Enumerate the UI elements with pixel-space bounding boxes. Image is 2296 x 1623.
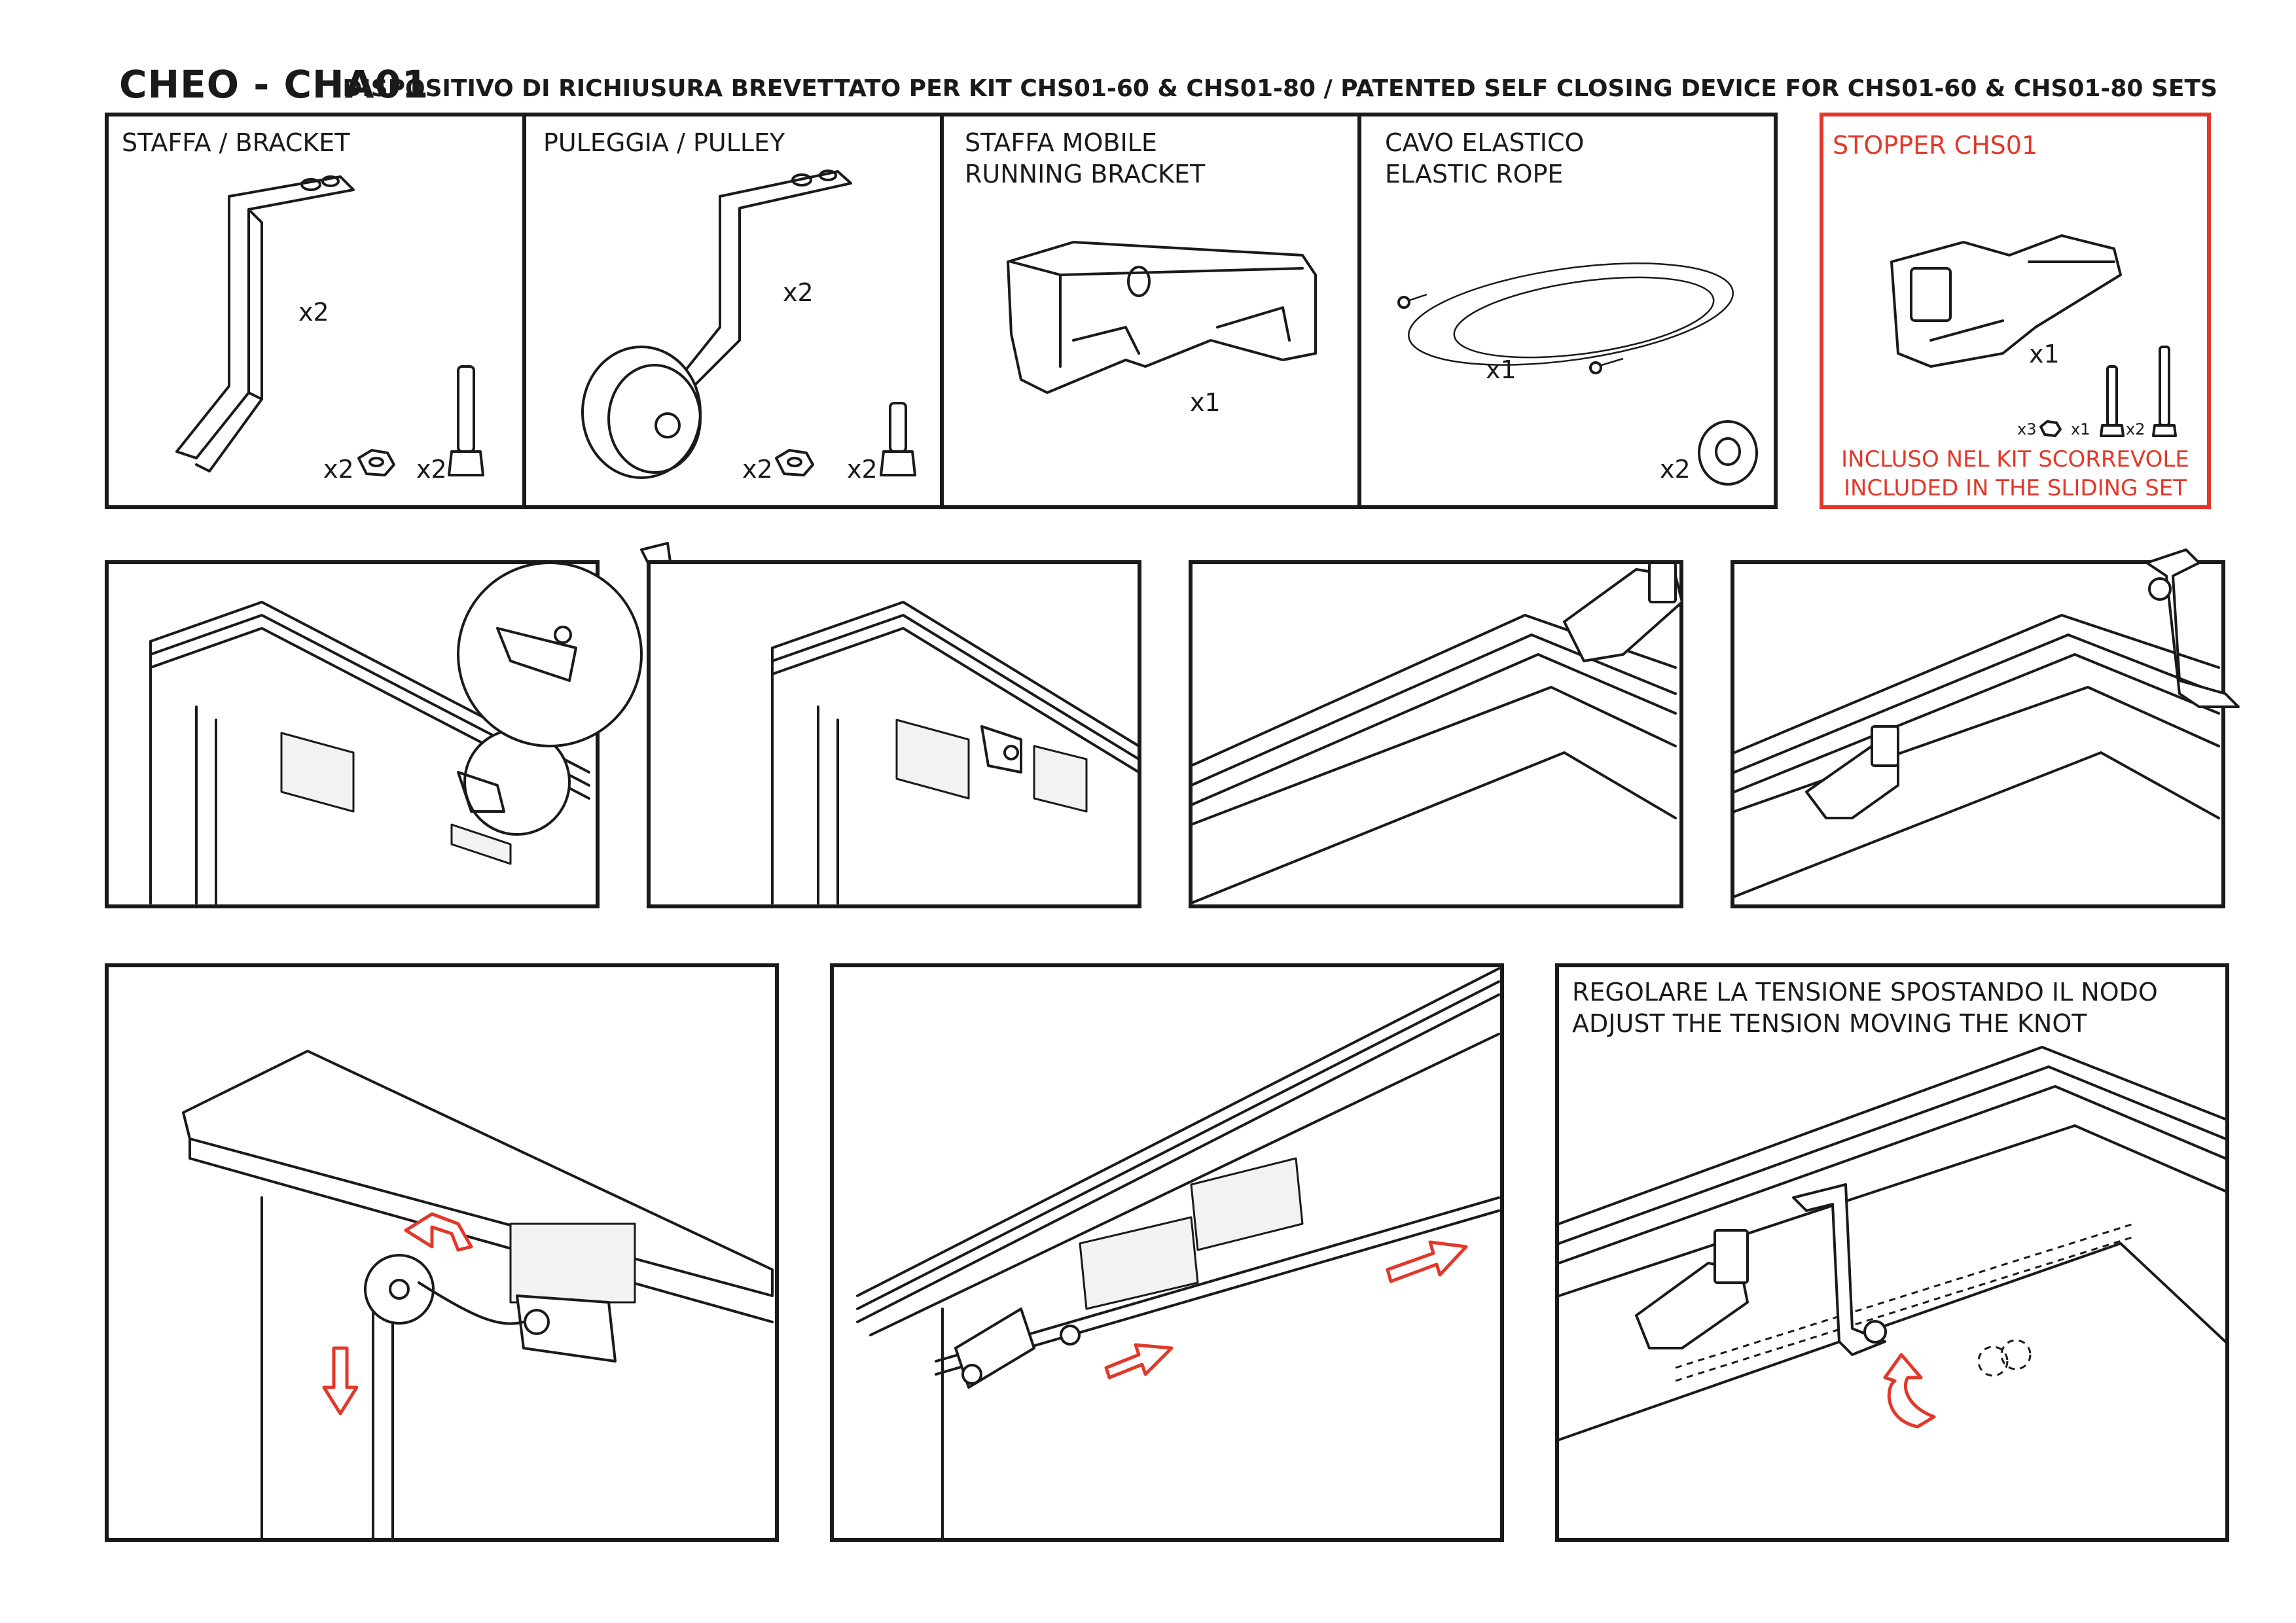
pulley-screw-qty: x2 [847, 455, 878, 484]
bracket-screw-qty: x2 [416, 455, 447, 484]
parts-divider-2 [940, 113, 944, 509]
bracket-label: STAFFA / BRACKET [122, 128, 350, 157]
bracket-nut-qty: x2 [323, 455, 354, 484]
step-7-panel [1555, 963, 2229, 1542]
elastic-rope-label-1: CAVO ELASTICO [1385, 128, 1585, 157]
parts-divider-3 [1357, 113, 1361, 509]
stopper-nut-qty: x3 [2017, 420, 2037, 438]
stopper-qty: x1 [2029, 340, 2060, 368]
stopper-note-2: INCLUDED IN THE SLIDING SET [1843, 475, 2187, 501]
stopper-screw-short-qty: x1 [2071, 420, 2090, 438]
step-4-panel [1731, 560, 2225, 908]
parts-divider-1 [522, 113, 526, 509]
page-title: CHEO - CHA01 [119, 62, 429, 107]
elastic-rope-cap-qty: x2 [1660, 455, 1691, 484]
pulley-qty: x2 [783, 278, 814, 307]
running-bracket-label-2: RUNNING BRACKET [965, 160, 1206, 188]
tension-note-2: ADJUST THE TENSION MOVING THE KNOT [1572, 1009, 2087, 1038]
stopper-label: STOPPER CHS01 [1833, 131, 2038, 160]
pulley-nut-qty: x2 [742, 455, 773, 484]
stopper-screw-long-qty: x2 [2126, 420, 2145, 438]
elastic-rope-label-2: ELASTIC ROPE [1385, 160, 1564, 188]
running-bracket-qty: x1 [1190, 388, 1221, 417]
tension-note-1: REGOLARE LA TENSIONE SPOSTANDO IL NODO [1572, 978, 2158, 1007]
bracket-qty: x2 [298, 298, 329, 327]
pulley-label: PULEGGIA / PULLEY [543, 128, 785, 157]
elastic-rope-qty: x1 [1486, 355, 1516, 384]
running-bracket-label-1: STAFFA MOBILE [965, 128, 1157, 157]
page-subtitle: DISPOSITIVO DI RICHIUSURA BREVETTATO PER… [342, 75, 2217, 102]
stopper-note-1: INCLUSO NEL KIT SCORREVOLE [1841, 446, 2189, 473]
